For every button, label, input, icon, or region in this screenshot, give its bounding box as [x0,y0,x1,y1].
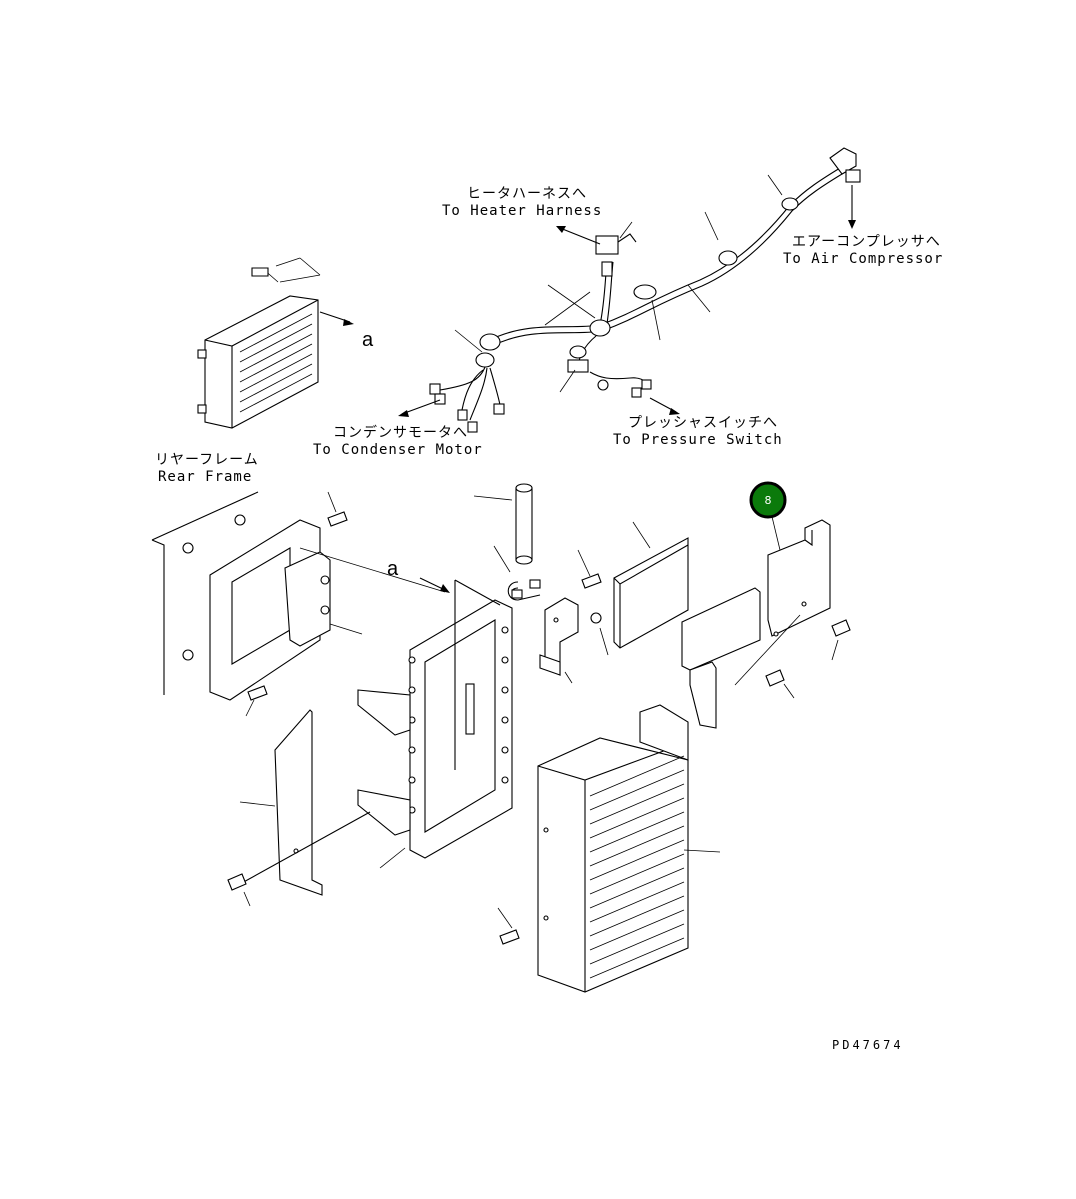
mount-plate [209,519,446,701]
air-compressor-label-en: To Air Compressor [783,251,943,267]
labels: ヒータハーネスへ To Heater Harness エアーコンプレッサへ To… [155,186,943,1052]
small-bracket [245,491,609,717]
rear-frame-label-jp: リヤーフレーム [155,452,259,468]
callout-number[interactable]: 8 [765,494,772,507]
rear-frame [151,491,259,695]
bracket-frame [357,577,513,869]
wire-harness [398,147,861,433]
air-compressor-label-jp: エアーコンプレッサへ [792,234,941,250]
cover-plates [681,499,851,729]
heater-harness-label-jp: ヒータハーネスへ [467,186,587,202]
reference-a-top: a [362,329,374,351]
callout-circle[interactable] [749,481,787,519]
filter-panel [613,521,689,649]
condenser-motor-label-en: To Condenser Motor [313,442,483,458]
pressure-switch-label-jp: プレッシャスイッチへ [628,415,778,431]
rear-frame-label-en: Rear Frame [158,469,252,485]
callout-badge-8[interactable]: 8 [749,481,787,519]
condenser-unit [197,257,354,429]
reference-a-mid: a [387,558,399,580]
drawing-code: PD47674 [832,1038,904,1052]
side-plate [227,709,371,907]
condenser-motor-label-jp: コンデンサモータへ [333,424,468,441]
heater-harness-label-en: To Heater Harness [442,203,602,219]
grille-cover [497,704,721,993]
receiver-drier [473,483,541,601]
pressure-switch-label-en: To Pressure Switch [613,432,783,448]
